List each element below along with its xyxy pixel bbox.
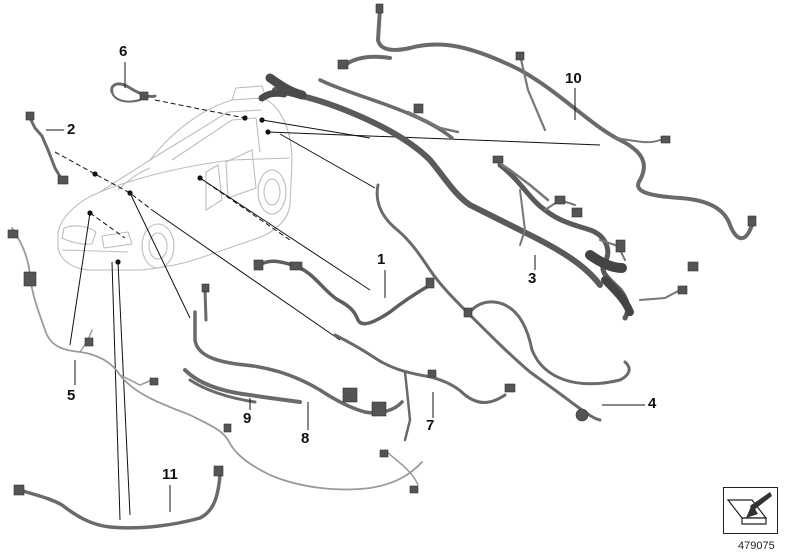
callout-6: 6 [119, 43, 128, 60]
figure-number: 479075 [738, 540, 775, 552]
callout-10: 10 [565, 70, 582, 87]
callout-7: 7 [426, 417, 435, 434]
harness-11 [18, 473, 222, 530]
callout-4: 4 [648, 395, 657, 412]
harness-5-connectors [7, 229, 419, 494]
car-outline [57, 85, 293, 271]
leader-dots [87, 115, 271, 265]
harness-1 [258, 259, 432, 326]
callout-5: 5 [67, 387, 76, 404]
callout-9: 9 [243, 410, 252, 427]
solid-leaders [69, 119, 601, 521]
harness-6-connectors [139, 91, 149, 101]
callout-1: 1 [377, 251, 386, 268]
harness-3 [493, 158, 681, 321]
harness-6 [110, 82, 157, 103]
harness-3-connectors [492, 155, 699, 295]
harness-1-connectors [253, 259, 435, 289]
callout-3: 3 [528, 270, 537, 287]
callout-8: 8 [301, 430, 310, 447]
arrow-down-left-icon [726, 492, 772, 525]
harness-2-connectors [25, 111, 69, 185]
nav-arrow-button[interactable] [723, 487, 778, 534]
harness-9 [183, 368, 302, 404]
callout-11: 11 [162, 466, 178, 483]
harness-10-connectors [337, 3, 757, 227]
callout-leaders [46, 62, 645, 512]
harness-11-connectors [13, 465, 224, 496]
harness-8-connectors [201, 283, 387, 417]
callout-2: 2 [67, 121, 76, 138]
harness-4-connectors [463, 307, 589, 422]
harness-2 [28, 116, 64, 182]
harness-10 [258, 6, 754, 288]
harness-7-connectors [427, 369, 516, 393]
harness-7 [333, 333, 507, 442]
